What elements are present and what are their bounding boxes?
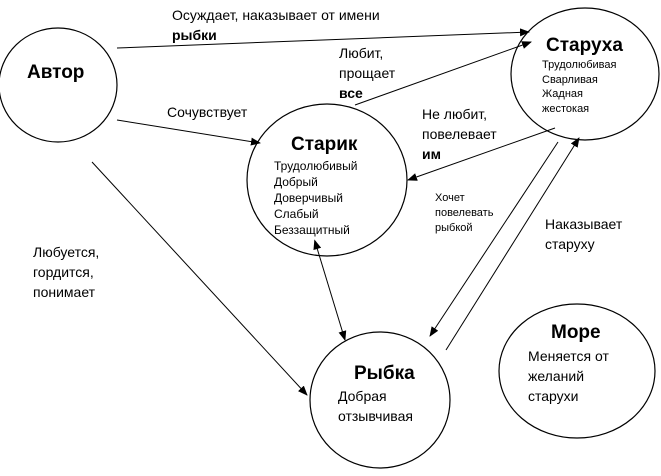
arrow-old-woman-to-old-man	[407, 127, 556, 181]
edge-label-author-fish: Любуется, гордится, понимает	[33, 242, 99, 302]
old-man-trait: Слабый	[274, 207, 319, 221]
edge-label-line: Не любит,	[422, 106, 488, 122]
sea-trait: желаний	[528, 368, 585, 384]
sea-node	[498, 303, 656, 439]
old-woman-trait: жестокая	[542, 102, 590, 115]
edge-label-line: рыбки	[172, 27, 217, 43]
edge-label-fish-old-woman: Наказывает старуху	[545, 214, 622, 254]
arrow-author-to-fish	[91, 161, 308, 396]
author-title: Автор	[27, 62, 85, 83]
edge-label-line: Любит,	[339, 45, 384, 61]
fish-node	[309, 331, 451, 469]
sea-traits: Меняется от желаний старухи	[528, 346, 609, 406]
old-man-trait: Доверчивый	[274, 191, 343, 205]
edge-label-line: прощает	[339, 65, 396, 81]
old-man-title: Старик	[291, 134, 358, 155]
author-node	[0, 27, 118, 143]
old-man-traits: Трудолюбивый Добрый Доверчивый Слабый Бе…	[274, 158, 358, 238]
old-woman-trait: Трудолюбивая	[542, 59, 617, 71]
sea-trait: Меняется от	[528, 348, 609, 364]
edge-label-line: им	[422, 146, 441, 162]
old-woman-trait: Сварливая	[542, 73, 598, 86]
sea-trait: старухи	[528, 388, 579, 404]
edge-label-line: гордится,	[33, 264, 94, 280]
fish-trait: отзывчивая	[338, 408, 413, 424]
arrow-old-man-to-old-woman	[354, 41, 532, 106]
old-woman-trait: Жадная	[542, 88, 583, 100]
edge-label-old-woman-old-man: Не любит, повелевает им	[422, 104, 497, 164]
old-woman-title: Старуха	[546, 35, 623, 56]
edge-label-line: Осуждает, наказывает от имени	[172, 7, 380, 23]
edge-label-line: повелевает	[422, 126, 497, 142]
old-man-trait: Беззащитный	[274, 223, 350, 237]
edge-label-line: повелевать	[435, 207, 494, 219]
edge-label-line: рыбкой	[435, 222, 473, 234]
fish-trait: Добрая	[338, 388, 387, 404]
arrow-author-to-old-man	[116, 119, 261, 146]
edge-label-line: все	[339, 85, 363, 101]
arrow-fish-to-old-woman	[445, 137, 580, 351]
arrow-old-woman-to-fish	[429, 141, 559, 337]
edge-label-line: старуху	[545, 236, 595, 252]
edge-label-line: Хочет	[435, 192, 465, 204]
old-woman-traits: Трудолюбивая Сварливая Жадная жестокая	[542, 58, 616, 116]
old-woman-node	[510, 7, 660, 141]
fish-title: Рыбка	[354, 363, 415, 384]
edge-label-author-old-woman: Осуждает, наказывает от имени рыбки	[172, 5, 380, 45]
fish-traits: Добрая отзывчивая	[338, 386, 413, 426]
edge-label-line: Любуется,	[33, 244, 100, 260]
edge-label-line: понимает	[33, 284, 96, 300]
edge-label-old-man-old-woman: Любит, прощает все	[339, 43, 395, 103]
sea-title: Море	[551, 322, 601, 343]
edge-label-author-old-man: Сочувствует	[167, 104, 248, 120]
arrow-author-to-old-woman	[116, 28, 530, 49]
old-man-trait: Добрый	[274, 175, 318, 189]
edge-label-old-woman-fish: Хочет повелевать рыбкой	[435, 191, 493, 236]
edge-label-line: Наказывает	[545, 216, 623, 232]
old-man-trait: Трудолюбивый	[274, 159, 358, 173]
arrow-old-man-fish-both	[313, 239, 347, 341]
